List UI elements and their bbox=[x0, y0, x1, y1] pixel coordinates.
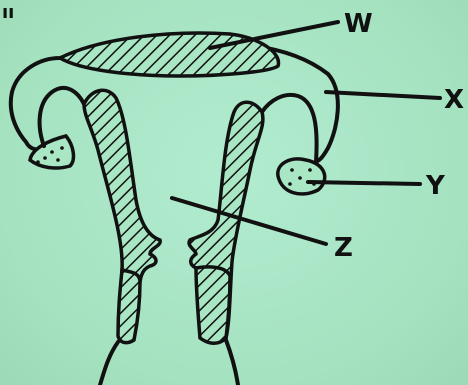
label-y: Y bbox=[425, 171, 446, 201]
leader-line-x bbox=[326, 92, 440, 98]
left-ovary bbox=[30, 136, 73, 168]
label-z: Z bbox=[334, 233, 353, 263]
right-tube-inner bbox=[262, 95, 317, 162]
vagina-outline bbox=[100, 340, 238, 385]
corner-mark: ıı bbox=[2, 2, 14, 23]
left-cervix-wall bbox=[118, 270, 140, 343]
right-ovary bbox=[278, 159, 325, 194]
label-x: X bbox=[444, 85, 464, 115]
right-cervix-wall bbox=[196, 267, 230, 343]
label-w: W bbox=[344, 9, 373, 39]
leader-line-y bbox=[308, 182, 420, 184]
